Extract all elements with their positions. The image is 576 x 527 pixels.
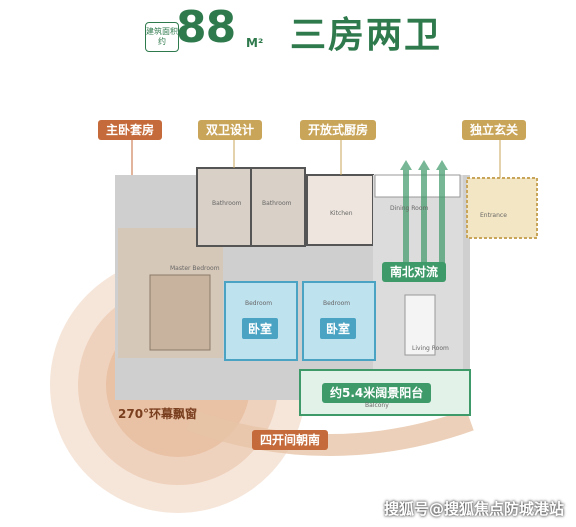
watermark: 搜狐号@搜狐焦点防城港站 <box>383 500 564 518</box>
room-label-bedroom-en-2: Bedroom <box>323 300 351 307</box>
callout-dual-bath: 双卫设计 <box>198 120 263 140</box>
room-label-kitchen: Kitchen <box>330 210 353 217</box>
sofa <box>404 294 436 356</box>
callout-open-kitchen: 开放式厨房 <box>300 120 377 140</box>
header: 建筑面积约 88 M² 三房两卫 <box>0 0 576 70</box>
area-tag: 建筑面积约 <box>145 22 179 52</box>
room-label-bathroom-a: Bathroom <box>212 200 242 207</box>
callout-north-south-flow: 南北对流 <box>382 262 447 282</box>
callout-balcony: 约5.4米阔景阳台 <box>322 383 432 403</box>
south-arc <box>186 409 474 456</box>
room-label-bedroom-en-1: Bedroom <box>245 300 273 307</box>
master-bed <box>149 274 211 351</box>
entrance-block <box>466 177 538 239</box>
callout-four-rooms-south: 四开间朝南 <box>252 430 329 450</box>
area-unit: M² <box>246 36 264 50</box>
page-title: 三房两卫 <box>290 15 443 56</box>
callout-bay-window: 270°环幕飘窗 <box>118 407 198 421</box>
room-label-entrance: Entrance <box>480 212 507 219</box>
room-label-living: Living Room <box>412 345 449 352</box>
room-label-dining: Dining Room <box>390 205 429 212</box>
room-label-balcony: Balcony <box>365 402 389 409</box>
airflow-arrows <box>400 160 448 270</box>
room-label-master: Master Bedroom <box>170 265 220 272</box>
room-label-bedroom-2: 卧室 <box>320 318 357 339</box>
callout-independent-foyer: 独立玄关 <box>462 120 527 140</box>
area-value: 88 <box>176 2 236 53</box>
room-label-bedroom-1: 卧室 <box>242 318 279 339</box>
room-label-bathroom-b: Bathroom <box>262 200 292 207</box>
callout-master-suite: 主卧套房 <box>98 120 163 140</box>
